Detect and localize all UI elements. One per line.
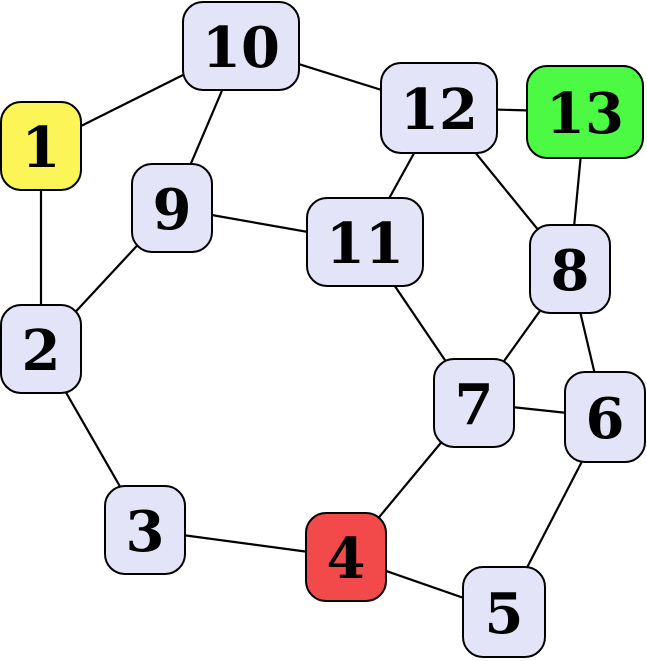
- node-box-8: [529, 224, 611, 314]
- node-label-4: 4: [327, 526, 366, 592]
- node-box-9: [131, 163, 213, 253]
- node-9: 9: [131, 163, 213, 253]
- node-box-11: [306, 197, 424, 287]
- node-box-1: [0, 101, 82, 191]
- node-1: 1: [0, 101, 82, 191]
- node-box-3: [104, 485, 186, 575]
- node-label-10: 10: [202, 15, 280, 81]
- node-label-6: 6: [586, 386, 625, 452]
- node-label-8: 8: [551, 238, 590, 304]
- node-box-10: [182, 1, 300, 91]
- node-13: 13: [526, 65, 644, 159]
- node-label-7: 7: [455, 372, 494, 438]
- node-5: 5: [462, 566, 546, 658]
- node-label-11: 11: [326, 211, 404, 277]
- node-label-9: 9: [153, 177, 192, 243]
- node-3: 3: [104, 485, 186, 575]
- node-12: 12: [380, 62, 498, 154]
- node-box-12: [380, 62, 498, 154]
- node-label-12: 12: [400, 77, 478, 143]
- node-label-2: 2: [22, 318, 61, 384]
- node-2: 2: [0, 304, 82, 394]
- node-box-13: [526, 65, 644, 159]
- node-11: 11: [306, 197, 424, 287]
- node-box-6: [564, 371, 646, 463]
- node-4: 4: [305, 512, 387, 602]
- node-label-1: 1: [22, 115, 61, 181]
- node-label-3: 3: [126, 499, 165, 565]
- node-box-4: [305, 512, 387, 602]
- node-box-7: [433, 358, 515, 448]
- node-label-13: 13: [546, 81, 624, 147]
- node-7: 7: [433, 358, 515, 448]
- node-6: 6: [564, 371, 646, 463]
- node-box-5: [462, 566, 546, 658]
- node-label-5: 5: [485, 581, 524, 647]
- node-10: 10: [182, 1, 300, 91]
- node-box-2: [0, 304, 82, 394]
- node-8: 8: [529, 224, 611, 314]
